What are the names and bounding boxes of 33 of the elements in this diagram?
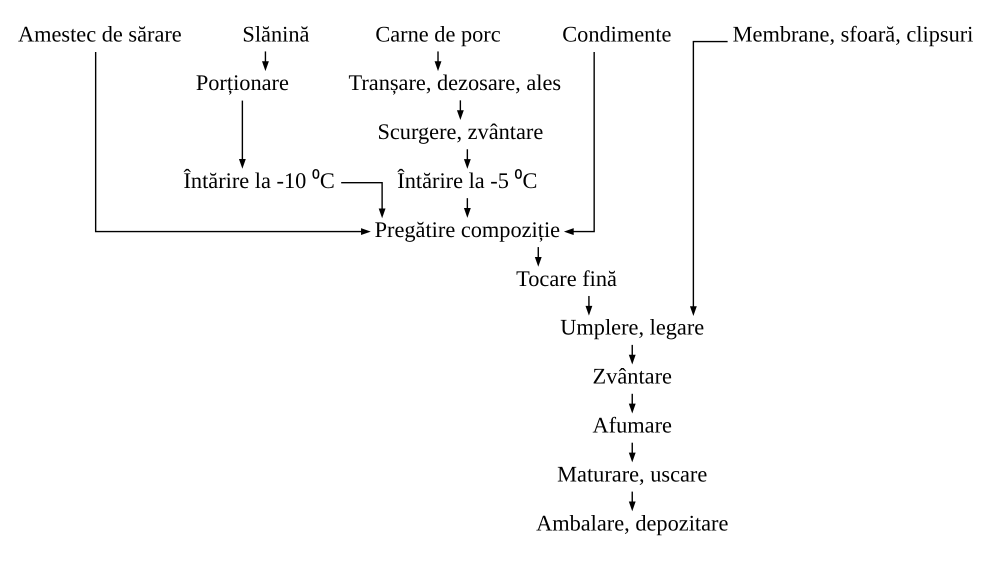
node-text: Afumare [592,412,672,438]
arrow [586,296,592,316]
node-text: Întărire la -10 ⁰C [183,168,335,193]
arrow [628,492,636,512]
arrow [628,344,636,365]
arrow [464,149,471,169]
node-text: Membrane, sfoară, clipsuri [732,21,974,46]
node-text: Condimente [562,21,672,46]
node-text: Tranșare, dezosare, ales [348,70,562,96]
arrow [238,100,246,169]
arrow [434,51,442,72]
node-text: Slănină [242,21,310,46]
node-text: Porționare [196,70,289,96]
arrow [456,100,464,120]
arrow [628,394,636,414]
node-text: Zvântare [592,364,672,389]
node-text: Umplere, legare [560,314,704,340]
arrow [464,198,471,218]
node-text: Scurgere, zvântare [377,119,544,144]
arrow [341,182,386,218]
node-text: Tocare fină [516,266,617,291]
node-text: Maturare, uscare [557,461,708,486]
node-text: Ambalare, depozitare [536,510,728,536]
node-text: Carne de porc [375,21,501,46]
arrow [690,40,728,316]
arrow [564,52,595,236]
node-text: Întărire la -5 ⁰C [397,168,538,193]
arrow [534,247,542,267]
arrow [94,52,371,236]
arrow [262,51,269,72]
node-text: Pregătire compoziție [374,216,560,242]
node-text: Amestec de sărare [18,21,182,46]
arrow [628,442,636,462]
